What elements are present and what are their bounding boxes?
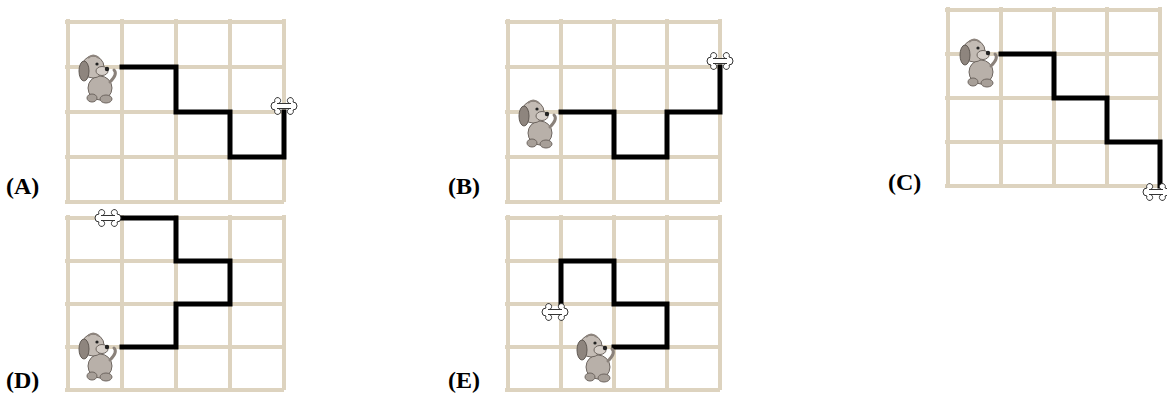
bone-icon [95,210,121,227]
option-label: (D) [6,368,39,392]
grid-puzzle [505,215,720,390]
grid-line [945,184,1160,188]
grid-puzzle [65,19,297,202]
option-label: (C) [888,170,921,194]
grid-line [282,215,286,390]
dog-route [561,261,667,347]
grid-puzzle [65,210,284,390]
bone-icon [271,98,297,115]
grid-puzzle [945,7,1167,200]
grid-line [65,200,284,204]
bone-icon [707,53,733,70]
dog-route [122,67,284,157]
dog-route [561,67,720,157]
grid-line [505,388,720,392]
dog-icon [960,40,996,88]
bone-icon [1143,184,1167,201]
grid-line [505,200,720,204]
dog-route [122,218,230,347]
dog-icon [577,335,613,383]
grid-line [718,215,722,390]
dog-icon [519,101,555,149]
bone-icon [542,304,568,321]
dog-route [1001,54,1160,186]
dog-icon [79,56,115,104]
option-label: (B) [448,174,480,198]
option-label: (E) [448,368,480,392]
dog-icon [79,334,115,382]
grid-line [65,388,284,392]
grid-puzzle [505,19,733,202]
option-label: (A) [6,174,39,198]
